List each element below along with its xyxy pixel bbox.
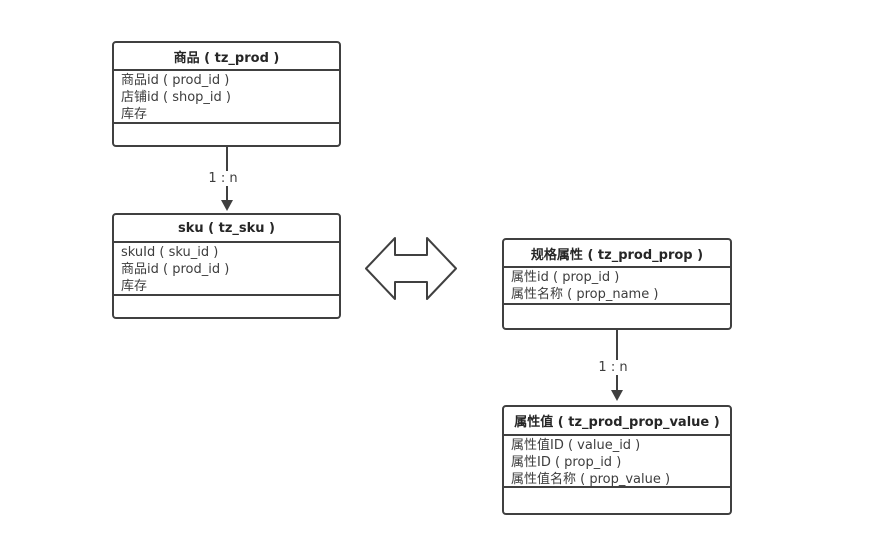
double-headed-arrow-icon: [365, 237, 457, 300]
entity-prod-prop: 规格属性 ( tz_prod_prop ) 属性id ( prop_id ) 属…: [502, 238, 732, 330]
entity-field: 属性名称 ( prop_name ): [511, 287, 659, 302]
entity-field: 库存: [121, 279, 148, 294]
relation-prop-value-label: 1 : n: [596, 360, 630, 375]
entity-field: 商品id ( prod_id ): [121, 262, 230, 277]
entity-sku-title: sku ( tz_sku ): [114, 215, 339, 243]
entity-prod-fields: 商品id ( prod_id ) 店铺id ( shop_id ) 库存: [114, 71, 339, 124]
entity-prod-prop-value-title: 属性值 ( tz_prod_prop_value ): [504, 407, 730, 436]
entity-prod-title: 商品 ( tz_prod ): [114, 43, 339, 71]
entity-sku-fields: skuId ( sku_id ) 商品id ( prod_id ) 库存: [114, 243, 339, 296]
entity-prod-prop-title: 规格属性 ( tz_prod_prop ): [504, 240, 730, 268]
entity-field: 属性id ( prop_id ): [511, 270, 620, 285]
entity-field: 属性值名称 ( prop_value ): [511, 472, 671, 487]
entity-prod-prop-value-empty-section: [504, 488, 730, 513]
arrowhead-down-icon: [611, 390, 623, 401]
entity-sku-empty-section: [114, 296, 339, 317]
relation-prod-sku-label: 1 : n: [206, 171, 240, 186]
entity-prod-prop-value: 属性值 ( tz_prod_prop_value ) 属性值ID ( value…: [502, 405, 732, 515]
entity-sku: sku ( tz_sku ) skuId ( sku_id ) 商品id ( p…: [112, 213, 341, 319]
entity-prod-prop-fields: 属性id ( prop_id ) 属性名称 ( prop_name ): [504, 268, 730, 305]
entity-prod-prop-empty-section: [504, 305, 730, 328]
entity-field: 库存: [121, 107, 148, 122]
entity-field: 属性ID ( prop_id ): [511, 455, 622, 470]
entity-prod-prop-value-fields: 属性值ID ( value_id ) 属性ID ( prop_id ) 属性值名…: [504, 436, 730, 488]
entity-field: 店铺id ( shop_id ): [121, 90, 231, 105]
entity-prod-empty-section: [114, 124, 339, 145]
entity-field: skuId ( sku_id ): [121, 245, 219, 260]
arrowhead-down-icon: [221, 200, 233, 211]
entity-field: 属性值ID ( value_id ): [511, 438, 641, 453]
entity-field: 商品id ( prod_id ): [121, 73, 230, 88]
entity-prod: 商品 ( tz_prod ) 商品id ( prod_id ) 店铺id ( s…: [112, 41, 341, 147]
